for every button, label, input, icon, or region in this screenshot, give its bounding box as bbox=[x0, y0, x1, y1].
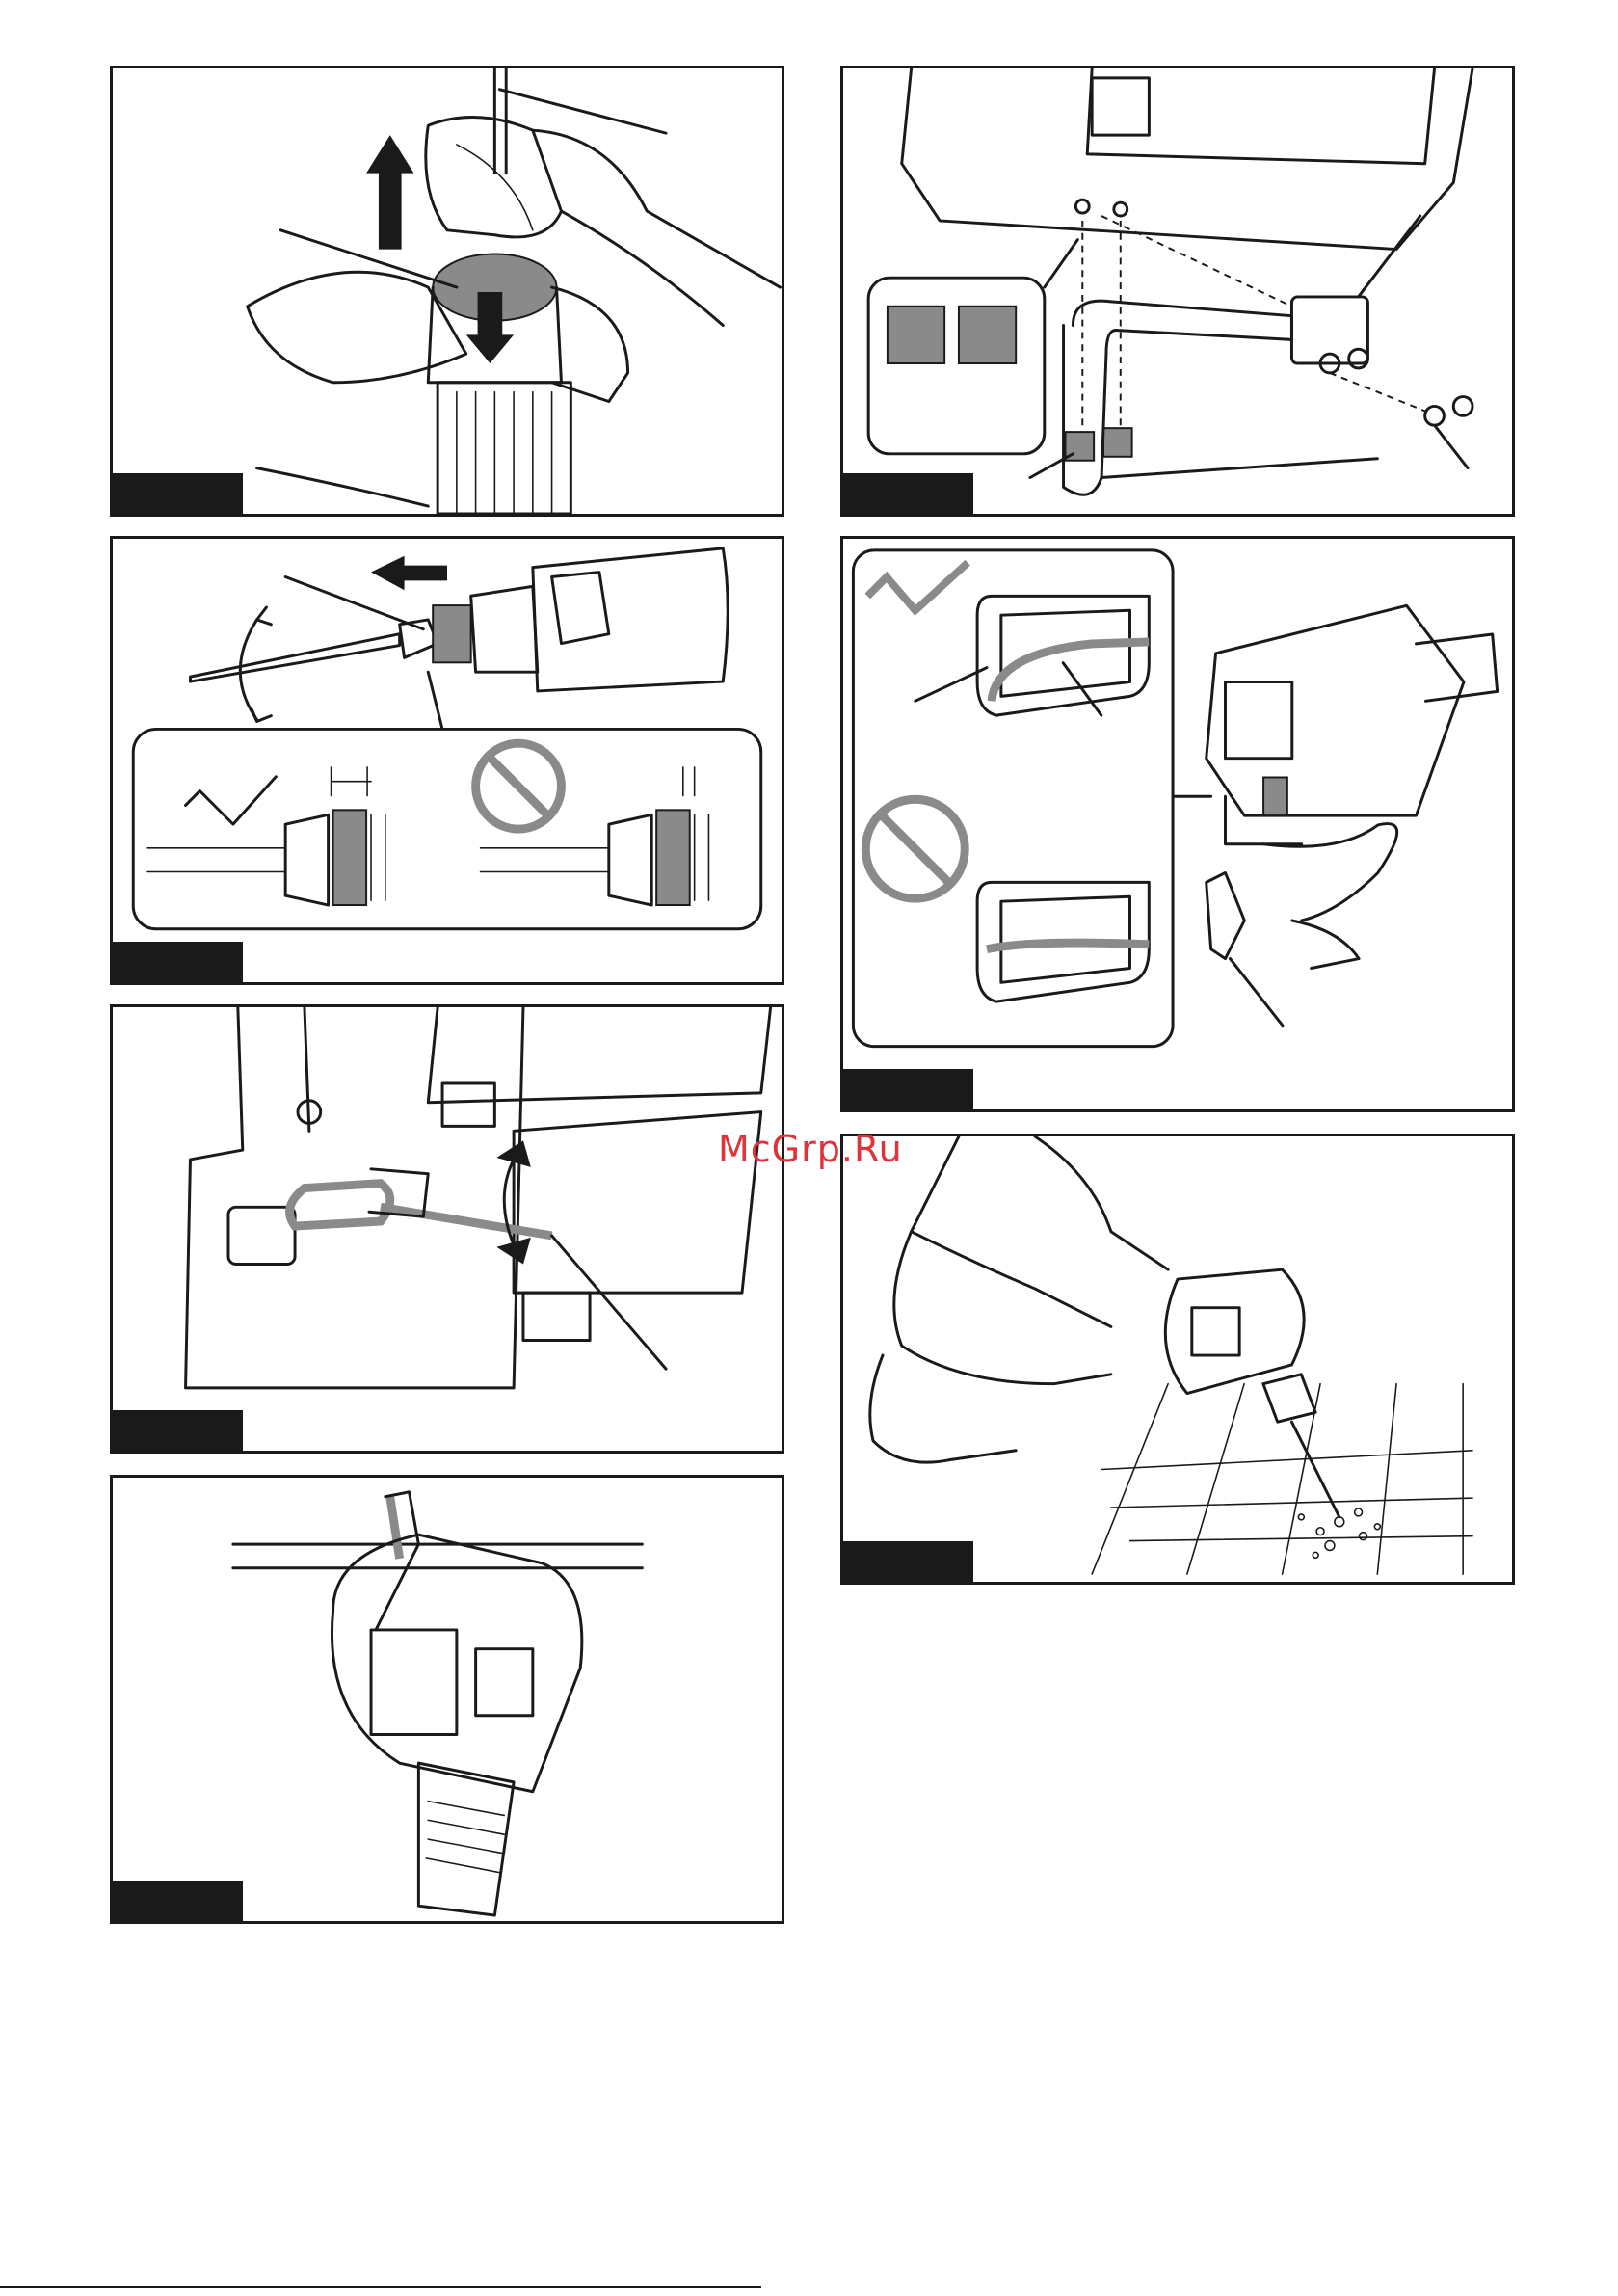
figure-hook-hang bbox=[110, 1475, 784, 1924]
figure-bit-removal bbox=[110, 66, 784, 517]
figure-number-tab bbox=[113, 473, 243, 514]
bit-removal-illustration bbox=[113, 68, 782, 514]
figure-number-tab bbox=[113, 1881, 243, 1921]
figure-hook-rotate bbox=[110, 1004, 784, 1454]
footer-rule bbox=[0, 2286, 761, 2288]
hook-mount-illustration bbox=[843, 68, 1512, 514]
hook-hang-illustration bbox=[113, 1478, 782, 1921]
figure-lanyard bbox=[840, 536, 1515, 1112]
figure-number-tab bbox=[843, 1069, 973, 1109]
watermark: McGrp.Ru bbox=[718, 1128, 903, 1170]
figure-number-tab bbox=[843, 473, 973, 514]
operation-illustration bbox=[843, 1136, 1512, 1582]
figure-bit-install bbox=[110, 536, 784, 985]
figure-number-tab bbox=[113, 1410, 243, 1451]
hook-rotate-illustration bbox=[113, 1007, 782, 1451]
lanyard-illustration bbox=[843, 539, 1512, 1109]
figure-number-tab bbox=[113, 942, 243, 982]
figure-number-tab bbox=[843, 1541, 973, 1582]
figure-operation bbox=[840, 1134, 1515, 1585]
bit-install-illustration bbox=[113, 539, 782, 982]
figure-hook-mount bbox=[840, 66, 1515, 517]
